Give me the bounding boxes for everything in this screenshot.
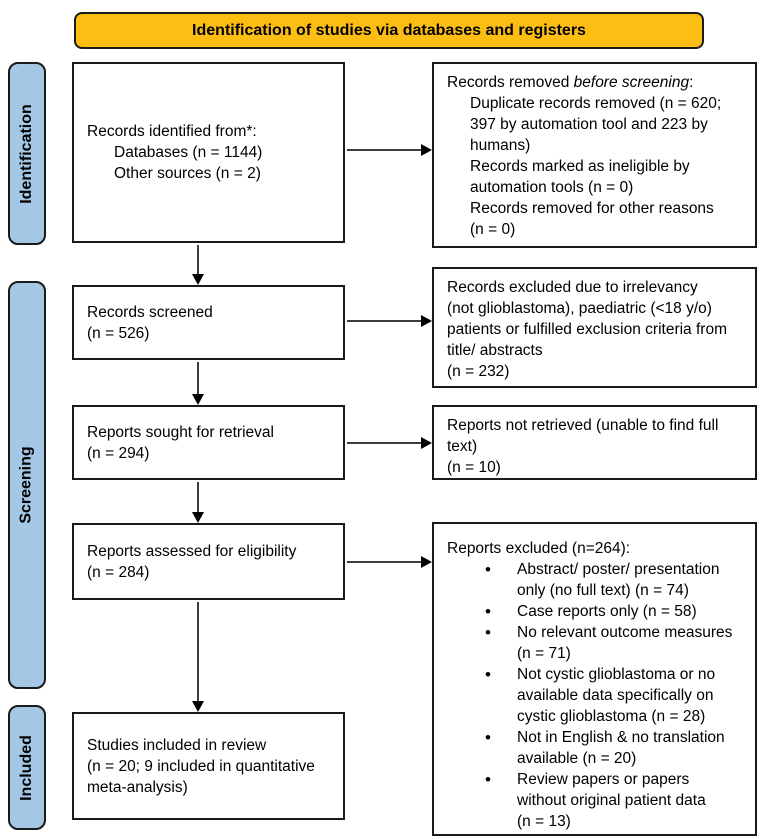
reports-assessed-line: Reports assessed for eligibility bbox=[87, 542, 297, 560]
records-identified-databases: Databases (n = 1144) bbox=[114, 144, 263, 161]
records-identified-title: Records identified from*: bbox=[87, 123, 257, 140]
bullet-not-cystic-glioblastoma-line-1: Not cystic glioblastoma or no bbox=[517, 666, 716, 683]
bullet-review-papers-line-1: Review papers or papers bbox=[517, 771, 690, 788]
reports-sought-line: Reports sought for retrieval bbox=[87, 423, 274, 441]
records-removed-line-5: automation tools (n = 0) bbox=[470, 179, 634, 196]
reports-excluded-title: Reports excluded (n=264): bbox=[447, 540, 631, 557]
bullet-not-cystic-glioblastoma-line-3: cystic glioblastoma (n = 28) bbox=[517, 708, 706, 725]
records-removed-line-1: Duplicate records removed (n = 620; bbox=[470, 95, 722, 112]
stage-included: Included bbox=[8, 705, 46, 830]
studies-included-line-3: meta-analysis) bbox=[87, 778, 188, 796]
bullet-abstract-poster-line-1: Abstract/ poster/ presentation bbox=[517, 561, 720, 578]
bullet-no-outcome-measures-line-2: (n = 71) bbox=[517, 645, 571, 662]
records-excluded-line-3: patients or fulfilled exclusion criteria… bbox=[447, 321, 727, 338]
records-excluded-count: (n = 232) bbox=[447, 363, 510, 380]
records-removed-line-3: humans) bbox=[470, 137, 531, 154]
arrow-down-screened-to-sought bbox=[192, 362, 204, 405]
box-records-identified: Records identified from*: Databases (n =… bbox=[72, 62, 345, 243]
arrow-right-screened-to-excluded bbox=[347, 315, 432, 327]
arrow-down-sought-to-assessed bbox=[192, 482, 204, 523]
records-screened-line: Records screened bbox=[87, 303, 213, 321]
reports-not-retrieved-count: (n = 10) bbox=[447, 459, 501, 476]
bullet-not-in-english: Not in English & no translation availabl… bbox=[447, 727, 745, 769]
records-screened-count: (n = 526) bbox=[87, 324, 150, 342]
stage-identification: Identification bbox=[8, 62, 46, 245]
bullet-not-in-english-line-2: available (n = 20) bbox=[517, 750, 637, 767]
box-records-removed: Records removed before screening: Duplic… bbox=[432, 62, 757, 248]
box-studies-included: Studies included in review (n = 20; 9 in… bbox=[72, 712, 345, 820]
bullet-case-reports-line-1: Case reports only (n = 58) bbox=[517, 603, 697, 620]
bullet-abstract-poster: Abstract/ poster/ presentation only (no … bbox=[447, 559, 745, 601]
stage-included-label: Included bbox=[18, 734, 35, 801]
arrow-down-assessed-to-included bbox=[192, 602, 204, 712]
arrow-right-assessed-to-excluded bbox=[347, 556, 432, 568]
box-records-screened: Records screened (n = 526) bbox=[72, 285, 345, 360]
bullet-review-papers: Review papers or papers without original… bbox=[447, 769, 745, 832]
stage-screening: Screening bbox=[8, 281, 46, 689]
bullet-no-outcome-measures: No relevant outcome measures (n = 71) bbox=[447, 622, 745, 664]
banner: Identification of studies via databases … bbox=[74, 12, 704, 49]
box-reports-not-retrieved: Reports not retrieved (unable to find fu… bbox=[432, 405, 757, 480]
box-records-excluded: Records excluded due to irrelevancy (not… bbox=[432, 267, 757, 388]
records-identified-other-sources: Other sources (n = 2) bbox=[114, 165, 261, 182]
bullet-not-cystic-glioblastoma-line-2: available data specifically on bbox=[517, 687, 714, 704]
reports-sought-count: (n = 294) bbox=[87, 444, 150, 462]
banner-title: Identification of studies via databases … bbox=[192, 21, 586, 39]
reports-excluded-bullet-list: Abstract/ poster/ presentation only (no … bbox=[447, 559, 745, 832]
records-removed-line-4: Records marked as ineligible by bbox=[470, 158, 690, 175]
records-removed-title: Records removed before screening: bbox=[447, 72, 745, 93]
reports-not-retrieved-line-2: text) bbox=[447, 438, 478, 455]
box-reports-excluded: Reports excluded (n=264): Abstract/ post… bbox=[432, 522, 757, 836]
records-removed-line-7: (n = 0) bbox=[470, 221, 516, 238]
records-removed-title-prefix: Records removed bbox=[447, 74, 574, 91]
records-excluded-line-2: (not glioblastoma), paediatric (<18 y/o) bbox=[447, 300, 712, 317]
records-removed-title-italic: before screening bbox=[573, 74, 690, 91]
stage-identification-label: Identification bbox=[18, 103, 35, 204]
records-removed-line-2: 397 by automation tool and 223 by bbox=[470, 116, 708, 133]
bullet-not-in-english-line-1: Not in English & no translation bbox=[517, 729, 725, 746]
reports-not-retrieved-line-1: Reports not retrieved (unable to find fu… bbox=[447, 417, 719, 434]
records-excluded-line-4: title/ abstracts bbox=[447, 342, 543, 359]
arrow-down-identified-to-screened bbox=[192, 245, 204, 285]
records-removed-title-suffix: : bbox=[689, 74, 694, 91]
bullet-not-cystic-glioblastoma: Not cystic glioblastoma or no available … bbox=[447, 664, 745, 727]
arrow-right-sought-to-not-retrieved bbox=[347, 437, 432, 449]
studies-included-line-1: Studies included in review bbox=[87, 736, 267, 754]
studies-included-line-2: (n = 20; 9 included in quantitative bbox=[87, 757, 315, 775]
stage-screening-label: Screening bbox=[18, 446, 36, 524]
records-excluded-line-1: Records excluded due to irrelevancy bbox=[447, 279, 698, 296]
reports-assessed-count: (n = 284) bbox=[87, 563, 150, 581]
bullet-review-papers-line-3: (n = 13) bbox=[517, 813, 571, 830]
arrow-right-identified-to-removed bbox=[347, 144, 432, 156]
bullet-case-reports: Case reports only (n = 58) bbox=[447, 601, 745, 622]
records-removed-line-6: Records removed for other reasons bbox=[470, 200, 714, 217]
bullet-abstract-poster-line-2: only (no full text) (n = 74) bbox=[517, 582, 689, 599]
bullet-review-papers-line-2: without original patient data bbox=[517, 792, 706, 809]
bullet-no-outcome-measures-line-1: No relevant outcome measures bbox=[517, 624, 733, 641]
box-reports-sought: Reports sought for retrieval (n = 294) bbox=[72, 405, 345, 480]
box-reports-assessed: Reports assessed for eligibility (n = 28… bbox=[72, 523, 345, 600]
